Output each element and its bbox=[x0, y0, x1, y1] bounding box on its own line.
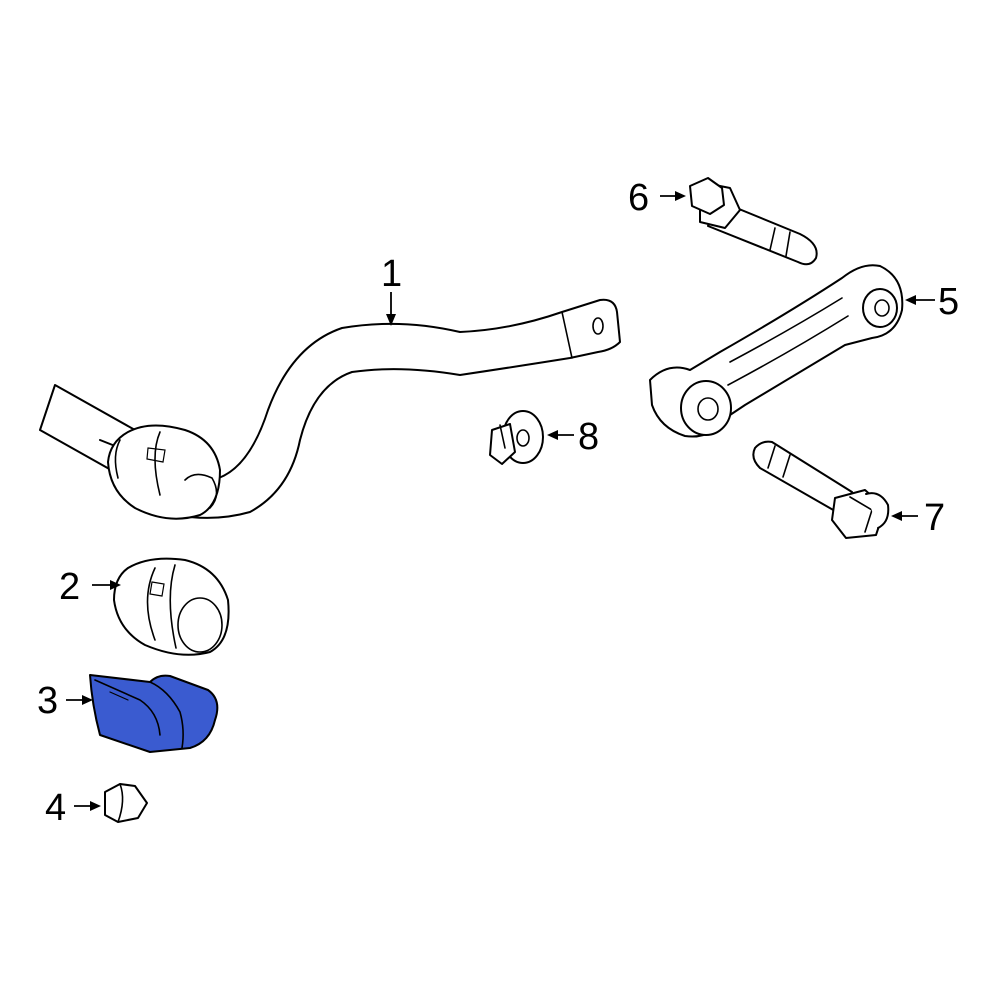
callout-2: 2 bbox=[59, 566, 80, 608]
flange-nut[interactable] bbox=[489, 410, 544, 465]
bolt-lower[interactable] bbox=[752, 440, 890, 539]
callout-1: 1 bbox=[381, 253, 402, 295]
stabilizer-bar[interactable] bbox=[39, 298, 621, 520]
callout-4: 4 bbox=[45, 787, 66, 829]
bolt-upper[interactable] bbox=[689, 177, 818, 266]
callout-6: 6 bbox=[628, 177, 649, 219]
callout-8: 8 bbox=[578, 416, 599, 458]
callout-arrows bbox=[66, 191, 935, 811]
stabilizer-link[interactable] bbox=[649, 264, 904, 438]
callout-7: 7 bbox=[924, 497, 945, 539]
callout-5: 5 bbox=[938, 281, 959, 323]
bushing[interactable] bbox=[113, 557, 230, 656]
callout-3: 3 bbox=[37, 680, 58, 722]
nut-cap[interactable] bbox=[104, 783, 148, 823]
bushing-bracket-highlighted[interactable] bbox=[89, 674, 219, 753]
